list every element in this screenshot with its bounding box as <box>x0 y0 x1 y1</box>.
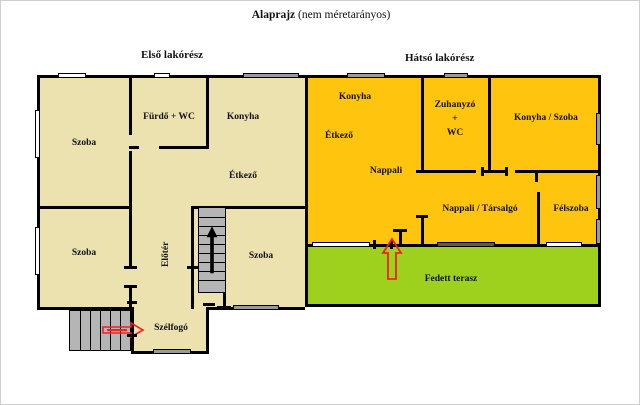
window-right-felszoba-upper <box>596 175 601 209</box>
room-label-etkezo-rear: Étkező <box>325 131 353 141</box>
door-jamb-zuhanyzo-a <box>481 167 484 176</box>
window-top-konyha <box>243 73 299 78</box>
covered-terrace-fill <box>305 245 601 307</box>
szelfogo-fill <box>131 307 209 351</box>
door-jamb-konyhaszoba <box>535 170 538 182</box>
room-label-felszoba: Félszoba <box>553 204 589 214</box>
entrance-arrow-right-icon <box>102 321 145 339</box>
window-top-furdo <box>154 73 170 78</box>
window-left-szoba-upper <box>35 110 40 158</box>
door-jamb-bottom-a <box>127 301 137 304</box>
door-nappali-tarsalgo-terrace <box>437 242 495 247</box>
door-jamb-eloter-b <box>124 285 137 288</box>
window-top-konyha-rear <box>347 73 385 78</box>
szelfogo-wall-left <box>131 307 134 354</box>
door-jamb-bottom-b <box>127 334 137 337</box>
first-unit-fill <box>37 75 305 307</box>
interior-wall-szoba-eloter-lower <box>129 287 132 310</box>
outer-wall-first-left <box>37 75 40 310</box>
window-nappali-terrace <box>312 242 370 247</box>
interior-wall-szoba-eloter <box>129 206 132 268</box>
door-jamb-terrace-b <box>390 240 393 249</box>
window-szoba-bottom <box>233 305 279 310</box>
section-title-rear-unit: Hátsó lakórész <box>405 52 475 64</box>
window-right-felszoba-lower <box>596 219 601 244</box>
room-label-furdo-wc: Fürdő + WC <box>143 112 195 122</box>
window-right-konyhaszoba <box>596 113 601 145</box>
door-felszoba-terrace <box>546 242 582 247</box>
room-label-konyha-rear: Konyha <box>338 92 372 102</box>
stair-newel-post <box>223 293 226 309</box>
interior-wall-furdo-konyha <box>206 75 209 149</box>
door-jamb-nappali-b <box>416 215 428 218</box>
interior-wall-zuhanyzo-konyhaszoba <box>488 75 491 173</box>
window-szelfogo-bottom <box>153 349 191 354</box>
stair-newel-foot <box>217 306 231 309</box>
interior-wall-szoba-furdo-lower <box>129 151 132 209</box>
room-label-szoba-top-left: Szoba <box>71 138 97 148</box>
room-label-eloter: Előtér <box>161 241 171 267</box>
interior-wall-felszoba-left <box>537 192 540 247</box>
door-jamb-zuhanyzo-b <box>505 167 508 176</box>
interior-wall-szoba-furdo <box>129 75 132 135</box>
interior-wall-nappali-zuhanyzo <box>421 75 424 173</box>
window-top-szoba <box>58 73 86 78</box>
door-jamb-terrace-c-cap <box>393 229 407 232</box>
room-label-szelfogo: Szélfogó <box>154 323 188 333</box>
room-label-zuhanyzo-wc-line3: WC <box>446 128 464 138</box>
interior-wall-zuhanyzo-bottom <box>424 170 476 173</box>
door-jamb-terrace-a <box>373 240 376 249</box>
room-label-szoba-bottom-left: Szoba <box>71 248 97 258</box>
room-label-szoba-bottom-mid: Szoba <box>248 251 274 261</box>
room-label-zuhanyzo-wc-line2: + <box>452 114 458 124</box>
room-label-etkezo: Étkező <box>229 171 257 181</box>
rear-unit-fill <box>305 75 601 245</box>
outer-wall-first-top <box>37 75 305 78</box>
door-jamb-nappali-a <box>416 170 428 173</box>
room-label-nappali: Nappali <box>369 166 403 176</box>
door-jamb-furdo-a <box>129 146 139 149</box>
room-label-fedett-terasz: Fedett terasz <box>424 274 478 284</box>
room-label-zuhanyzo-wc-line1: Zuhanyzó <box>434 100 476 110</box>
door-jamb-furdo-b <box>159 146 209 149</box>
interior-wall-eloter-right <box>191 206 194 309</box>
room-label-konyha: Konyha <box>226 112 260 122</box>
interior-wall-szoba-divider <box>37 206 132 209</box>
door-jamb-szoba-mid <box>187 266 199 269</box>
outer-wall-rear-left <box>305 75 308 307</box>
interior-wall-etkezo-szoba <box>191 206 305 209</box>
section-title-first-unit: Első lakórész <box>141 49 204 61</box>
interior-wall-konyhaszoba-bottom <box>515 170 601 173</box>
outer-wall-terrace-bottom <box>305 304 601 307</box>
outer-wall-first-bottom-left <box>37 307 134 310</box>
door-jamb-terrace-c <box>399 229 402 245</box>
door-jamb-bottom-c <box>203 303 215 306</box>
page-title-subtitle: (nem méretarányos) <box>298 9 391 21</box>
window-left-szoba-lower <box>35 227 40 275</box>
room-label-konyha-szoba: Konyha / Szoba <box>514 113 578 123</box>
room-label-nappali-tarsalgo: Nappali / Társalgó <box>442 204 518 214</box>
page-title: Alaprajz (nem méretarányos) <box>1 9 639 21</box>
window-top-zuhanyzo <box>444 73 468 78</box>
page-title-main: Alaprajz <box>251 9 296 21</box>
stair-up-arrow-icon <box>206 226 218 274</box>
interior-wall-zuhanyzo-bottom-b <box>484 170 508 173</box>
interior-wall-nappali-lower <box>421 217 424 247</box>
door-jamb-eloter-a <box>124 266 137 269</box>
szelfogo-wall-right <box>206 307 209 354</box>
entrance-arrow-up-icon <box>381 237 403 280</box>
